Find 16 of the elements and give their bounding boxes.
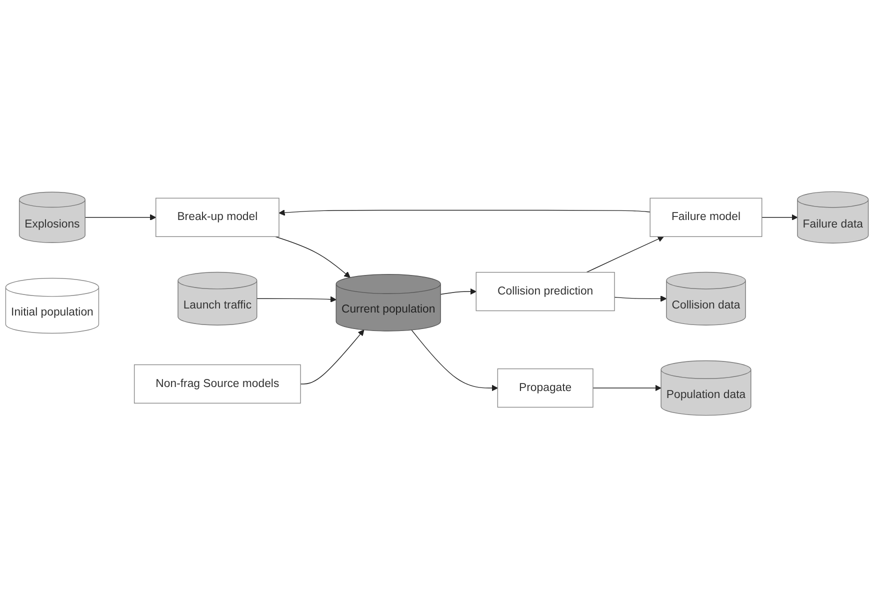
arrow [592, 384, 662, 392]
arrow [614, 296, 667, 302]
arrow [411, 330, 498, 392]
arrow [586, 236, 664, 273]
node-box: Non-frag Source models [134, 364, 301, 404]
node-box: Failure model [650, 198, 762, 237]
arrow [300, 330, 364, 384]
arrow [762, 214, 798, 221]
node-box: Propagate [497, 368, 594, 408]
arrow [274, 236, 350, 278]
arrow [256, 296, 336, 302]
arrow [440, 288, 476, 295]
arrow [278, 210, 650, 216]
arrow [84, 214, 156, 221]
node-box: Break-up model [156, 198, 280, 237]
node-box: Collision prediction [476, 272, 615, 312]
